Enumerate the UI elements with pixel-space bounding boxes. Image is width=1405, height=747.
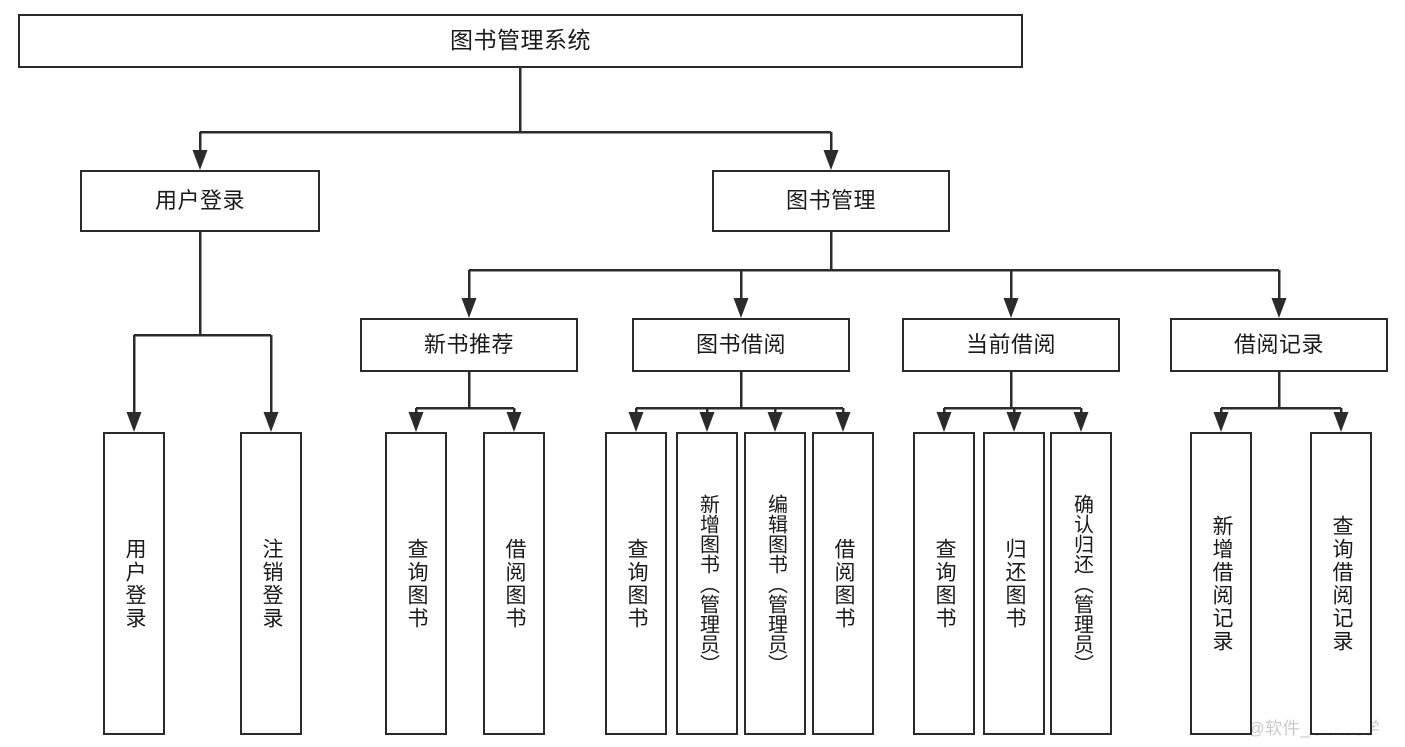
node-l3-new-book-recommend[interactable]: 新书推荐 <box>360 318 578 372</box>
node-l3-book-borrow[interactable]: 图书借阅 <box>632 318 850 372</box>
node-label: 借阅图书 <box>503 537 527 630</box>
node-leaf-leaf-return-book[interactable]: 归还图书 <box>983 432 1045 735</box>
node-label: 查询图书 <box>933 537 957 630</box>
node-leaf-leaf-query-book-2[interactable]: 查询图书 <box>605 432 667 735</box>
node-root-图书管理系统[interactable]: 图书管理系统 <box>18 14 1023 68</box>
node-label: 新增图书（管理员） <box>696 493 719 674</box>
node-leaf-leaf-edit-book[interactable]: 编辑图书（管理员） <box>744 432 806 735</box>
node-leaf-leaf-add-record[interactable]: 新增借阅记录 <box>1190 432 1252 735</box>
node-l2-user-login[interactable]: 用户登录 <box>80 170 320 232</box>
node-label: 用户登录 <box>123 537 147 630</box>
node-l3-current-borrow[interactable]: 当前借阅 <box>902 318 1120 372</box>
node-leaf-leaf-confirm-return[interactable]: 确认归还（管理员） <box>1050 432 1112 735</box>
node-leaf-leaf-user-login[interactable]: 用户登录 <box>103 432 165 735</box>
node-label: 当前借阅 <box>965 332 1056 358</box>
node-label: 查询图书 <box>405 537 429 630</box>
node-label: 借阅记录 <box>1233 332 1324 358</box>
node-leaf-leaf-add-book[interactable]: 新增图书（管理员） <box>676 432 738 735</box>
node-leaf-leaf-user-logout[interactable]: 注销登录 <box>240 432 302 735</box>
node-leaf-leaf-query-record[interactable]: 查询借阅记录 <box>1310 432 1372 735</box>
node-leaf-leaf-borrow-book-1[interactable]: 借阅图书 <box>483 432 545 735</box>
node-label: 图书管理系统 <box>450 27 591 54</box>
node-label: 借阅图书 <box>832 537 856 630</box>
node-label: 确认归还（管理员） <box>1070 493 1093 674</box>
node-label: 图书管理 <box>785 188 876 214</box>
node-l3-borrow-record[interactable]: 借阅记录 <box>1170 318 1388 372</box>
node-leaf-leaf-query-book-1[interactable]: 查询图书 <box>385 432 447 735</box>
node-l2-book-manage[interactable]: 图书管理 <box>712 170 950 232</box>
node-label: 查询图书 <box>625 537 649 630</box>
node-label: 查询借阅记录 <box>1330 514 1354 653</box>
node-leaf-leaf-borrow-book-2[interactable]: 借阅图书 <box>812 432 874 735</box>
node-label: 图书借阅 <box>695 332 786 358</box>
node-label: 新书推荐 <box>423 332 514 358</box>
node-label: 新增借阅记录 <box>1210 514 1234 653</box>
node-label: 归还图书 <box>1003 537 1027 630</box>
node-label: 注销登录 <box>260 537 284 630</box>
node-leaf-leaf-query-book-3[interactable]: 查询图书 <box>913 432 975 735</box>
node-label: 用户登录 <box>154 188 245 214</box>
node-label: 编辑图书（管理员） <box>764 493 787 674</box>
